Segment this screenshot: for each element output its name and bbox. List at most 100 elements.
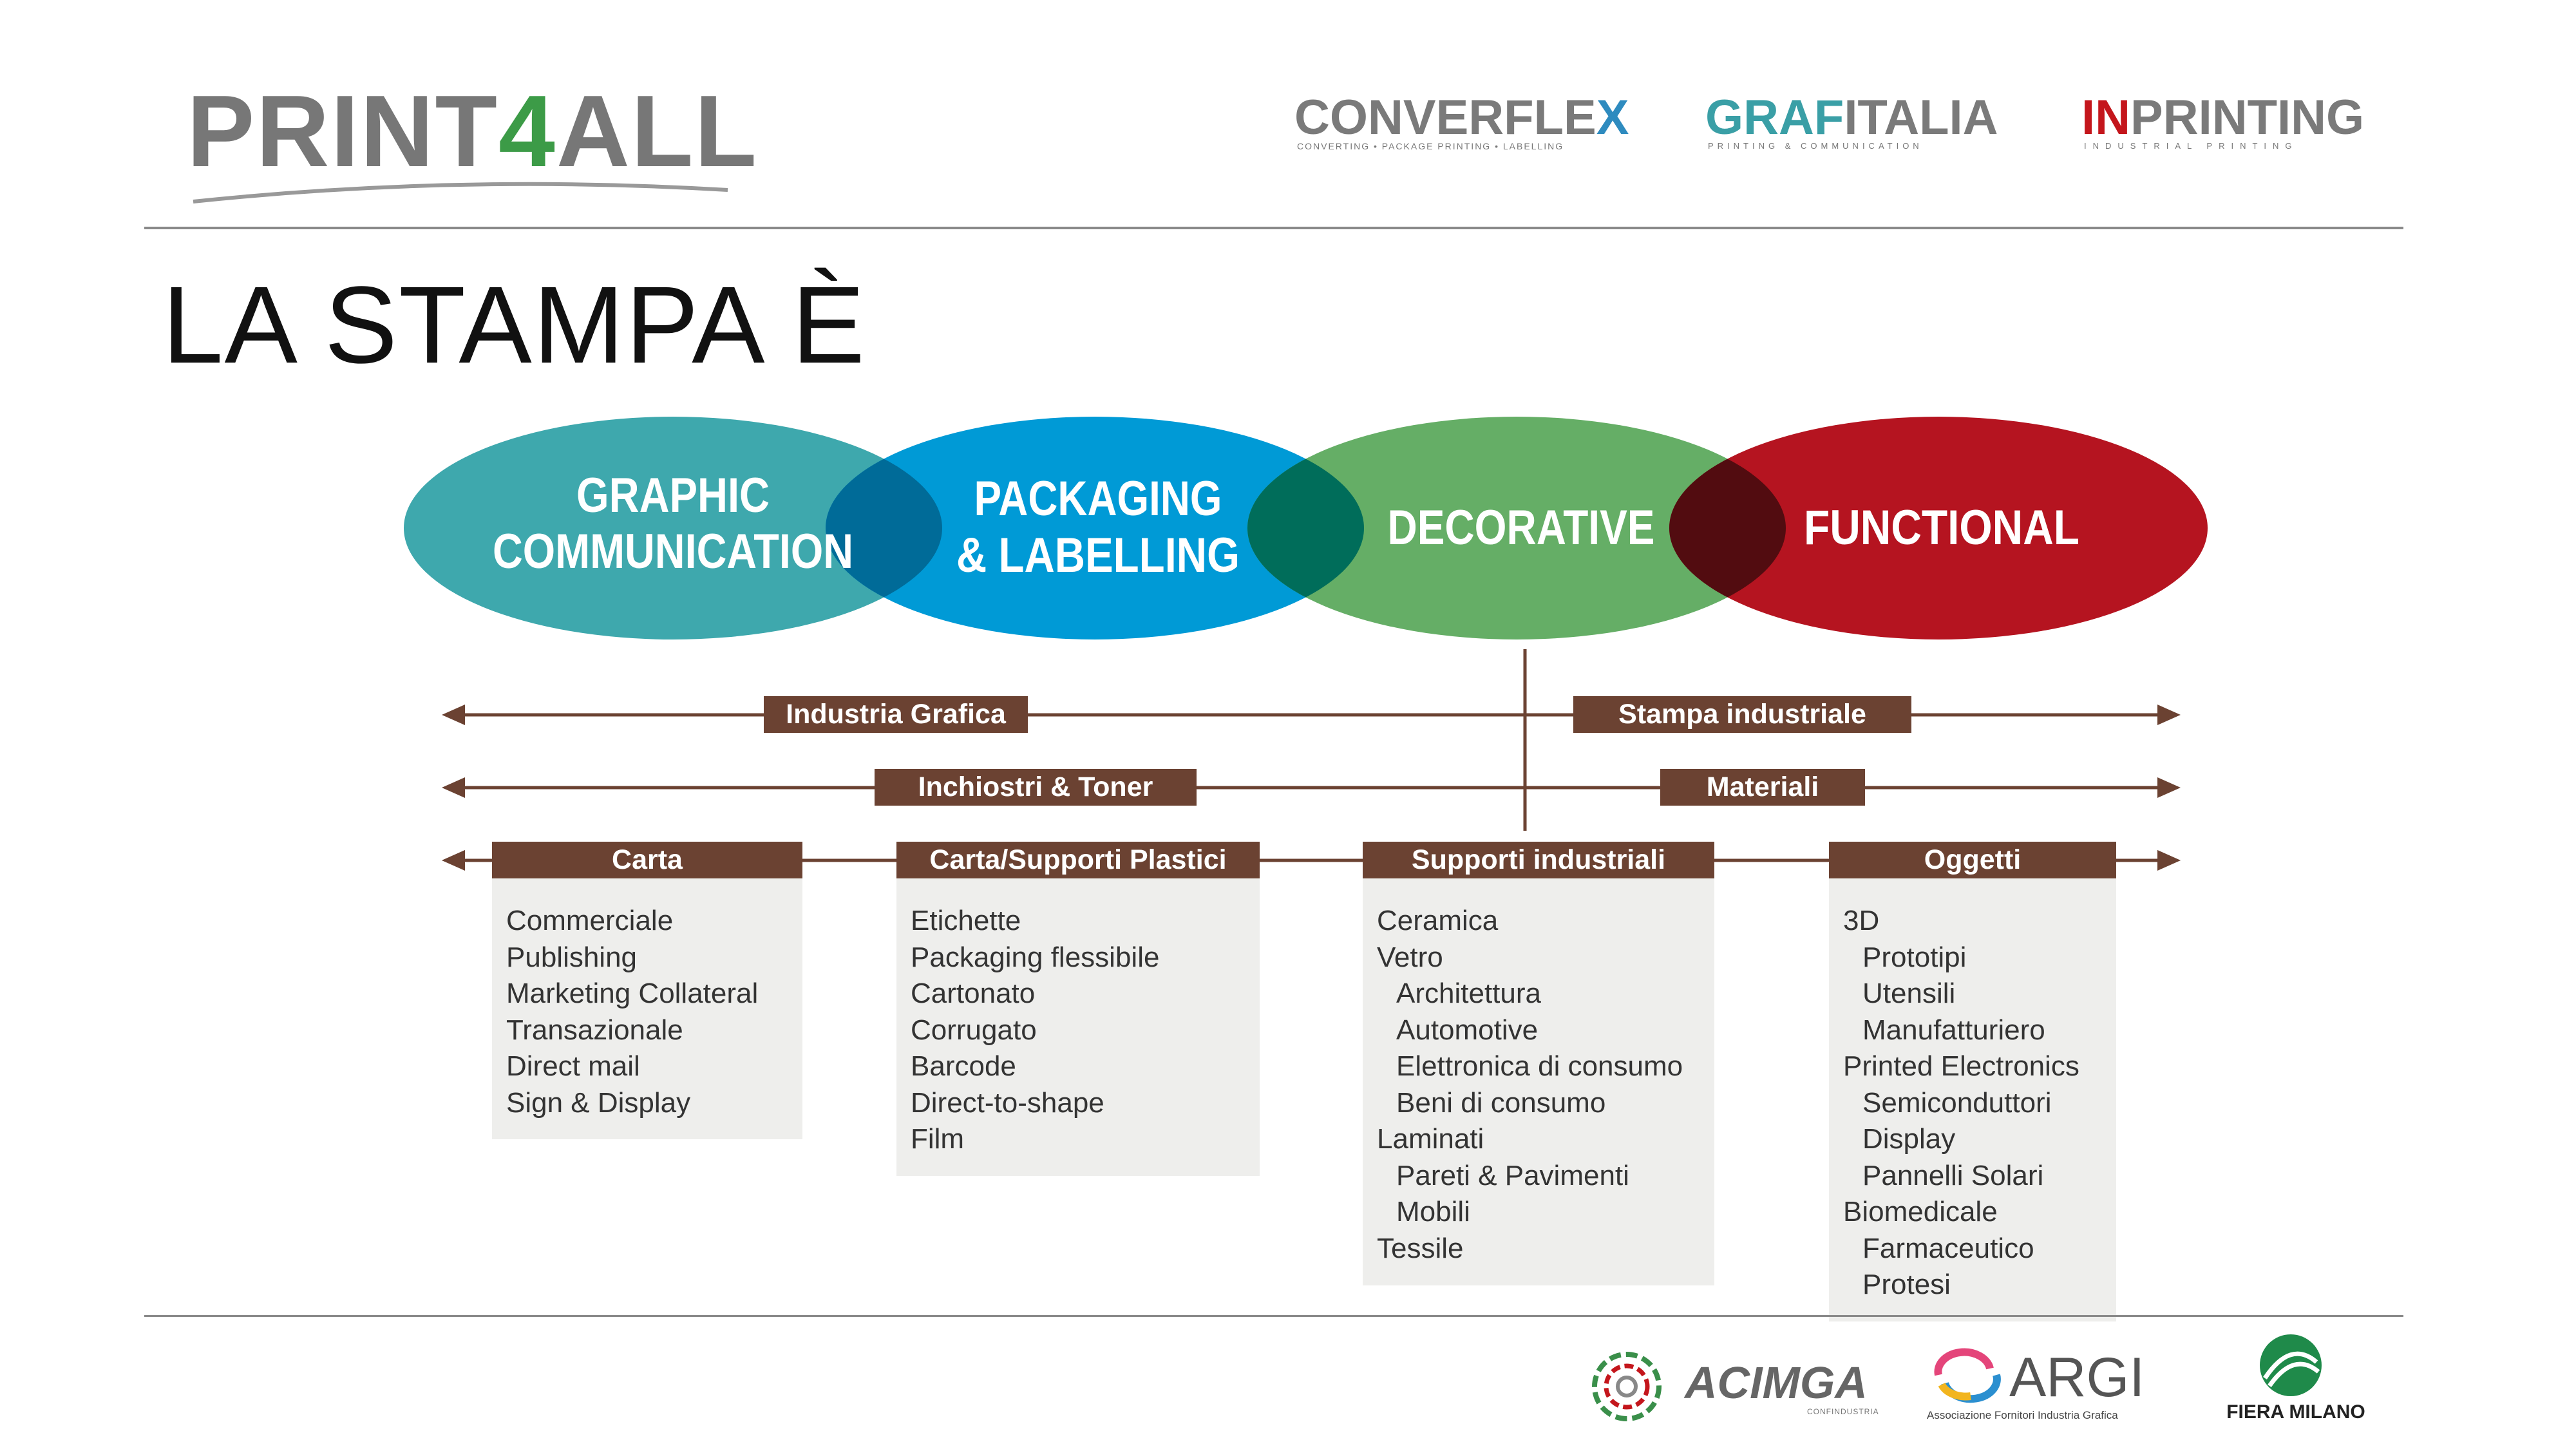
header-divider bbox=[144, 227, 2403, 229]
axis-row3-right-arrowhead-icon bbox=[2157, 850, 2181, 871]
list-item: Vetro bbox=[1377, 941, 1443, 973]
fiera-milano-name: FIERA MILANO bbox=[2226, 1401, 2365, 1423]
list-item: Cartonato bbox=[911, 978, 1036, 1009]
inprinting-in: IN bbox=[2081, 90, 2130, 145]
list-subitem: Utensili bbox=[1862, 978, 1956, 1009]
tag-inchiostri-toner: Inchiostri & Toner bbox=[875, 769, 1197, 806]
axes-layer bbox=[442, 649, 2181, 869]
grafitalia-tagline: PRINTING & COMMUNICATION bbox=[1708, 141, 1923, 151]
venn-circle-functional bbox=[1669, 417, 2208, 639]
list-subitem: Mobili bbox=[1396, 1196, 1470, 1227]
list-item: Biomedicale bbox=[1843, 1196, 1998, 1227]
acimga-tagline: CONFINDUSTRIA bbox=[1807, 1407, 1879, 1416]
venn-circle-packaging bbox=[826, 417, 1364, 639]
list-item: Laminati bbox=[1377, 1123, 1484, 1155]
list-item: Corrugato bbox=[911, 1014, 1037, 1046]
list-subitem: Prototipi bbox=[1862, 941, 1967, 973]
converflex-x: X bbox=[1596, 90, 1629, 145]
fiera-milano-emblem-icon bbox=[2260, 1334, 2322, 1396]
inprinting-printing: PRINTING bbox=[2130, 90, 2365, 145]
converflex-tagline: CONVERTING • PACKAGE PRINTING • LABELLIN… bbox=[1297, 141, 1564, 151]
axis-row3-heads bbox=[442, 850, 2181, 871]
acimga-emblem-icon bbox=[1592, 1352, 1662, 1421]
list-item: Sign & Display bbox=[506, 1086, 691, 1119]
venn-label-packaging-1: PACKAGING bbox=[974, 471, 1222, 526]
list-item: Film bbox=[911, 1123, 965, 1155]
list-item: 3D bbox=[1843, 905, 1880, 936]
list-item: Printed Electronics bbox=[1843, 1050, 2079, 1082]
axis-row1-right-arrow-icon bbox=[2157, 705, 2181, 725]
list-subitem: Automotive bbox=[1396, 1014, 1539, 1046]
list-item: Marketing Collateral bbox=[506, 978, 759, 1009]
inprinting-tagline: INDUSTRIAL PRINTING bbox=[2084, 141, 2298, 151]
grafitalia-logo: GRAFITALIA PRINTING & COMMUNICATION bbox=[1705, 93, 2014, 158]
list-subitem: Elettronica di consumo bbox=[1396, 1050, 1683, 1082]
list-item: Direct mail bbox=[506, 1050, 640, 1082]
grafitalia-italia: ITALIA bbox=[1844, 90, 1998, 145]
converflex-text: CONVERFLE bbox=[1294, 90, 1596, 145]
list-subitem: Protesi bbox=[1862, 1269, 1951, 1300]
list-subitem: Semiconduttori bbox=[1862, 1086, 2052, 1119]
tag-materiali: Materiali bbox=[1660, 769, 1865, 806]
inprinting-logo: INPRINTING INDUSTRIAL PRINTING bbox=[2081, 93, 2384, 158]
list-item: Publishing bbox=[506, 941, 638, 973]
venn-label-functional: FUNCTIONAL bbox=[1804, 500, 2079, 555]
category-header-supporti: Supporti industriali bbox=[1363, 842, 1714, 878]
print4all-logo: PRINT4ALL bbox=[187, 80, 757, 209]
venn-label-graphic-1: GRAPHIC bbox=[576, 468, 770, 523]
axis-row2-left-arrow-icon bbox=[442, 777, 465, 798]
list-subitem: Pareti & Pavimenti bbox=[1396, 1159, 1629, 1191]
argi-logo: ARGI Associazione Fornitori Industria Gr… bbox=[1926, 1340, 2170, 1423]
logo-swoosh-icon bbox=[193, 182, 728, 204]
fiera-milano-logo: FIERA MILANO bbox=[2215, 1333, 2376, 1423]
axis-row1-left-arrow-icon bbox=[442, 705, 465, 725]
list-subitem: Farmaceutico bbox=[1862, 1232, 2034, 1264]
venn-label-decorative: DECORATIVE bbox=[1388, 500, 1655, 555]
axis-row2-right-arrow-icon bbox=[2157, 777, 2181, 798]
venn-circle-graphic bbox=[404, 417, 942, 639]
list-item: Etichette bbox=[911, 905, 1021, 936]
tag-industria-grafica: Industria Grafica bbox=[764, 696, 1028, 733]
venn-label-packaging-2: & LABELLING bbox=[956, 528, 1240, 583]
list-subitem: Display bbox=[1862, 1123, 1956, 1155]
list-subitem: Pannelli Solari bbox=[1862, 1159, 2044, 1191]
acimga-logo: ACIMGA CONFINDUSTRIA bbox=[1588, 1343, 1879, 1426]
converflex-logo: CONVERFLEX CONVERTING • PACKAGE PRINTING… bbox=[1294, 93, 1655, 158]
logo-text-print: PRINT bbox=[187, 75, 498, 188]
footer-divider bbox=[144, 1315, 2403, 1317]
list-subitem: Architettura bbox=[1396, 978, 1541, 1009]
list-item: Tessile bbox=[1377, 1232, 1464, 1264]
category-header-plastici: Carta/Supporti Plastici bbox=[896, 842, 1260, 878]
list-subitem: Manufatturiero bbox=[1862, 1014, 2045, 1046]
argi-tagline: Associazione Fornitori Industria Grafica bbox=[1927, 1409, 2118, 1421]
list-subitem: Beni di consumo bbox=[1396, 1086, 1606, 1119]
list-item: Transazionale bbox=[506, 1014, 683, 1046]
venn-diagram: GRAPHIC COMMUNICATION PACKAGING & LABELL… bbox=[404, 417, 2208, 639]
list-item: Barcode bbox=[911, 1050, 1016, 1082]
category-header-carta: Carta bbox=[492, 842, 802, 878]
argi-emblem-icon bbox=[1934, 1348, 2001, 1403]
list-item: Direct-to-shape bbox=[911, 1086, 1104, 1119]
tag-stampa-industriale: Stampa industriale bbox=[1573, 696, 1911, 733]
slide-title: LA STAMPA È bbox=[162, 264, 866, 386]
venn-circle-decorative bbox=[1247, 417, 1786, 639]
venn-label-graphic-2: COMMUNICATION bbox=[493, 524, 853, 579]
category-header-oggetti: Oggetti bbox=[1829, 842, 2116, 878]
axis-row3-left-arrowhead-icon bbox=[442, 850, 465, 871]
logo-text-4: 4 bbox=[498, 75, 556, 188]
list-item: Commerciale bbox=[506, 905, 674, 936]
logo-text-all: ALL bbox=[556, 75, 759, 188]
acimga-name: ACIMGA bbox=[1685, 1358, 1868, 1408]
list-item: Ceramica bbox=[1377, 905, 1499, 936]
list-item: Packaging flessibile bbox=[911, 941, 1160, 973]
argi-name: ARGI bbox=[2009, 1347, 2145, 1408]
grafitalia-graf: GRAF bbox=[1705, 90, 1844, 145]
